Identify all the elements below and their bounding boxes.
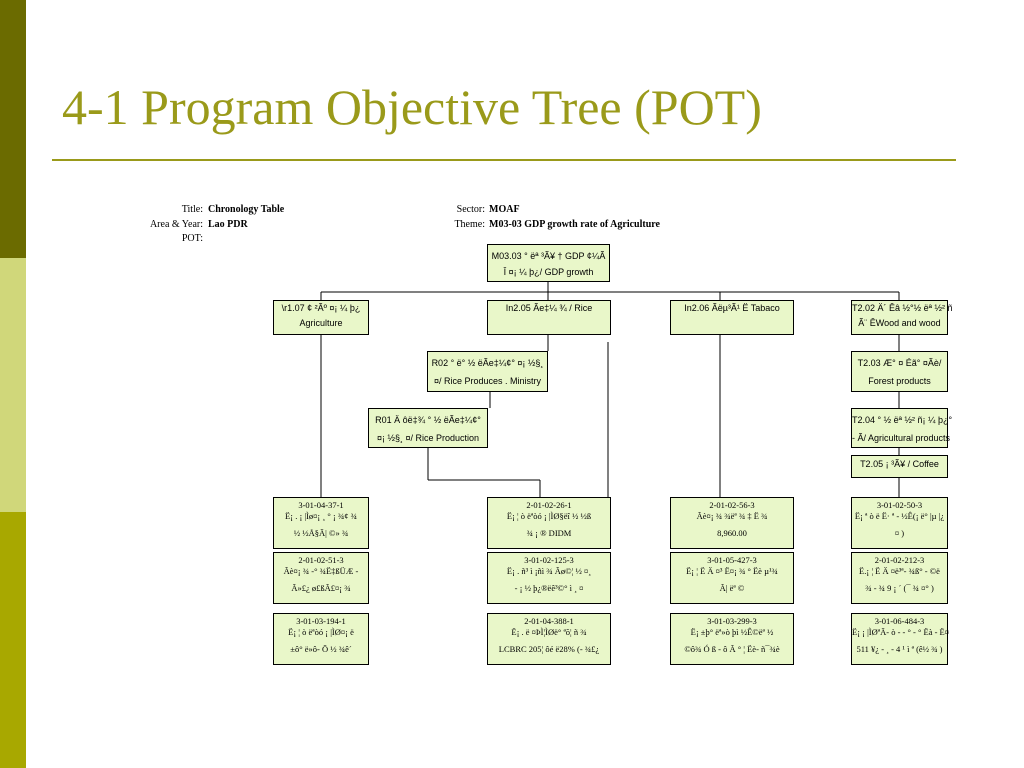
node-agriculture: \r1.07 ¢ ²Ãº ¤¡ ¼ þ¿ Agriculture <box>273 300 369 335</box>
indicator-box: 2-01-02-26-1 Ë¡ ¦ ò ëªòó ¡ |ÌØ§ëî ½ ½ß ¾… <box>487 497 611 549</box>
indicator-line: ©ô¾ Ó ß - ô Ã ° ¦ Ëè- ñ¯¾è <box>684 644 780 654</box>
title-value: Chronology Table <box>208 204 285 215</box>
indicator-box: 3-01-06-484-3 Ë¡ ¡ |ÌØªÃ- ò - - ° - ° Ëà… <box>851 613 949 665</box>
node-t204-line-1: T2.04 ° ½ ëª ½² ñ¡ ¼ þ¿° <box>852 415 953 425</box>
node-tabaco: In2.06 Ãëµ³Ã¹ Ë Tabaco <box>670 300 794 335</box>
indicator-line: Ë.¡ ¦ Ë Ä ¤ë³ª- ¾ß° - ©ë <box>859 566 940 576</box>
root-node-line-1: M03.03 ° ëª ³Ã¥ † GDP ¢¼Ã <box>491 251 606 261</box>
indicator-box: 3-01-05-427-3 Ë¡ ¦ Ë Ä ¤³ Ë¤¡ ¾ ° Ëè µ¹¾… <box>670 552 794 604</box>
sector-label: Sector: <box>456 204 485 215</box>
indicator-code: 2-01-02-51-3 <box>298 555 344 565</box>
indicator-line: Ë¡ ¦ Ë Ä ¤³ Ë¤¡ ¾ ° Ëè µ¹¾ <box>686 566 778 576</box>
node-wood-line-1: T2.02 Ä´ Êâ ½°½ ëª ½² ñ <box>852 303 953 313</box>
node-agriculture-line-2: Agriculture <box>299 318 343 328</box>
theme-value: M03-03 GDP growth rate of Agriculture <box>489 219 660 230</box>
indicator-box: 2-01-02-51-3 Ãè¤¡ ¾ -° ¾Ë‡ßÜÆ - Ã»£¿ ø£ß… <box>273 552 369 604</box>
indicator-line: ¤ ) <box>894 528 905 538</box>
indicator-line: Ãè¤¡ ¾ ¾ëª ¾ ‡ Ë ¾ <box>696 511 768 521</box>
indicator-line: Ë¡ ¦ ò ëªòó ¡ |ÌØ§ëî ½ ½ß <box>506 511 592 521</box>
indicator-line: ±ô° ë»ô- Õ ½ ¾ê´ <box>290 644 352 654</box>
indicator-box: 3-01-03-299-3 Ë¡ ±þ° ëª»ò þì ½Ê©ëª ½ ©ô¾… <box>670 613 794 665</box>
node-t203: T2.03 Æ° ¤ Éã° ¤Ãè/ Forest products <box>851 351 948 392</box>
node-t205: T2.05 ¡ ³Ã¥ / Coffee <box>851 455 948 478</box>
indicator-box: 3-01-02-125-3 Ë¡ . ñ³ ì ¡ñì ¾ Ãø©¦ ½ ¤¸ … <box>487 552 611 604</box>
node-tabaco-line-1: In2.06 Ãëµ³Ã¹ Ë Tabaco <box>684 303 780 313</box>
indicator-line: 8,960.00 <box>717 528 747 538</box>
indicator-line: - ¡ ½ þ¿®ëê³©° ì ¸ ¤ <box>514 583 584 593</box>
indicator-code: 3-01-04-37-1 <box>298 500 344 510</box>
indicator-line: Ë¡ . ë ¤ÞÌ¦ÌØë° ªõ¦ ñ ¾ <box>511 627 587 637</box>
indicator-code: 2-01-04-388-1 <box>524 616 574 626</box>
node-t203-line-1: T2.03 Æ° ¤ Éã° ¤Ãè/ <box>857 358 942 368</box>
sidebar-band-dark <box>0 0 26 258</box>
indicator-line: Ãè¤¡ ¾ -° ¾Ë‡ßÜÆ - <box>283 566 359 576</box>
node-rice: In2.05 Ãe‡¼ ¾ / Rice <box>487 300 611 335</box>
indicator-line: LCBRC 205¦ ôé ë28% (- ¾£¿ <box>498 644 600 654</box>
indicator-line: Ë¡ ¦ ò ëªòó ¡ |ÌØ¤¡ ë <box>288 627 354 637</box>
indicator-code: 3-01-02-50-3 <box>876 500 923 510</box>
indicator-line: Ë¡ . ¡ |Ìø¤¡ ¸ ° ¡ ¾¢ ¾ <box>285 511 357 521</box>
indicator-line: Ë¡ ª ò ë Ë· ª - ½Ê(¡ ë° |µ |¿ <box>854 511 945 521</box>
indicator-line: Ë¡ ¡ |ÌØªÃ- ò - - ° - ° Ëà - Ë¤ <box>852 627 949 637</box>
root-node-line-2: Î ¤¡ ¼ þ¿/ GDP growth <box>503 267 594 277</box>
indicator-code: 3-01-03-194-1 <box>296 616 346 626</box>
theme-label: Theme: <box>454 219 485 230</box>
node-r02-line-2: ¤/ Rice Produces . Ministry <box>433 376 542 386</box>
node-t203-line-2: Forest products <box>868 376 931 386</box>
sidebar-band-light <box>0 258 26 512</box>
indicator-line: Ã| ëª © <box>719 583 745 593</box>
slide-title: 4-1 Program Objective Tree (POT) <box>62 79 762 135</box>
indicator-line: Ã»£¿ ø£ßÃ£¤¡ ¾ <box>291 583 351 593</box>
root-node: M03.03 ° ëª ³Ã¥ † GDP ¢¼Ã Î ¤¡ ¼ þ¿/ GDP… <box>487 244 610 282</box>
indicator-line: Ë¡ ±þ° ëª»ò þì ½Ê©ëª ½ <box>690 627 774 637</box>
node-wood-line-2: Ã¨ ÊWood and wood <box>858 318 941 328</box>
indicator-code: 3-01-06-484-3 <box>874 616 925 626</box>
node-r01: R01 Ä ôë‡¾ ° ½ ëÃe‡¼¢° ¤¡ ½§¸ ¤/ Rice Pr… <box>368 408 488 448</box>
title-label: Title: <box>181 204 203 215</box>
indicator-box: 2-01-04-388-1 Ë¡ . ë ¤ÞÌ¦ÌØë° ªõ¦ ñ ¾ LC… <box>487 613 611 665</box>
indicator-box: 2-01-02-212-3 Ë.¡ ¦ Ë Ä ¤ë³ª- ¾ß° - ©ë ¾… <box>851 552 948 604</box>
node-wood: T2.02 Ä´ Êâ ½°½ ëª ½² ñ Ã¨ ÊWood and woo… <box>851 300 953 335</box>
indicator-code: 3-01-05-427-3 <box>707 555 757 565</box>
indicator-line: ½ ½Å§Ã| ©» ¾ <box>293 528 349 538</box>
node-r01-line-1: R01 Ä ôë‡¾ ° ½ ëÃe‡¼¢° <box>375 415 481 425</box>
indicator-code: 2-01-02-56-3 <box>709 500 755 510</box>
pot-label: POT: <box>181 233 203 244</box>
sector-value: MOAF <box>489 204 520 215</box>
title-underline <box>52 159 956 161</box>
node-r02: R02 ° ë° ½ ëÃe‡¼¢° ¤¡ ½§¸ ¤/ Rice Produc… <box>427 351 548 392</box>
indicator-code: 2-01-02-212-3 <box>874 555 925 565</box>
indicator-code: 3-01-02-125-3 <box>524 555 574 565</box>
node-agriculture-line-1: \r1.07 ¢ ²Ãº ¤¡ ¼ þ¿ <box>281 303 361 313</box>
node-r02-line-1: R02 ° ë° ½ ëÃe‡¼¢° ¤¡ ½§¸ <box>431 358 544 368</box>
indicator-line: Ë¡ . ñ³ ì ¡ñì ¾ Ãø©¦ ½ ¤¸ <box>506 566 592 576</box>
indicator-box: 3-01-04-37-1 Ë¡ . ¡ |Ìø¤¡ ¸ ° ¡ ¾¢ ¾ ½ ½… <box>273 497 369 549</box>
indicator-line: ¾ - ¾ 9 ¡ ´ (¯ ¾ ¤° ) <box>865 583 934 593</box>
indicator-box: 3-01-03-194-1 Ë¡ ¦ ò ëªòó ¡ |ÌØ¤¡ ë ±ô° … <box>273 613 369 665</box>
area-year-label: Area & Year: <box>149 219 203 230</box>
indicator-box: 3-01-02-50-3 Ë¡ ª ò ë Ë· ª - ½Ê(¡ ë° |µ … <box>851 497 948 549</box>
node-t204-line-2: - Ã/ Agricultural products <box>852 433 951 443</box>
indicator-line: ¾ ¡ ® DIDM <box>526 528 572 538</box>
node-rice-line-1: In2.05 Ãe‡¼ ¾ / Rice <box>505 303 593 313</box>
area-year-value: Lao PDR <box>208 219 248 230</box>
node-t205-line-1: T2.05 ¡ ³Ã¥ / Coffee <box>860 459 939 469</box>
sidebar-band-olive <box>0 512 26 768</box>
node-r01-line-2: ¤¡ ½§¸ ¤/ Rice Production <box>376 433 480 443</box>
indicator-code: 3-01-03-299-3 <box>707 616 757 626</box>
node-t204: T2.04 ° ½ ëª ½² ñ¡ ¼ þ¿° - Ã/ Agricultur… <box>851 408 953 448</box>
indicator-line: 511 ¥¿ - ¸ - 4 ¹ ì ª (ê½ ¾ ) <box>856 644 943 654</box>
indicator-code: 2-01-02-26-1 <box>526 500 572 510</box>
indicator-box: 2-01-02-56-3 Ãè¤¡ ¾ ¾ëª ¾ ‡ Ë ¾ 8,960.00 <box>670 497 794 549</box>
